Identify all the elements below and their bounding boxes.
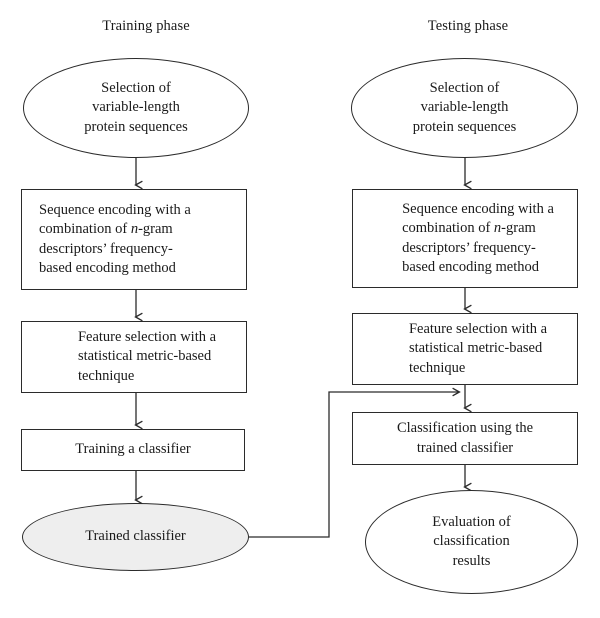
node-test-feature-selection-label: Feature selection with a statistical met… [408,321,548,376]
node-test-classification[interactable]: Classification using the trained classif… [352,412,578,465]
node-test-classification-label: Classification using the trained classif… [396,420,534,456]
node-train-start[interactable]: Selection of variable-length protein seq… [23,58,249,158]
node-test-start-label: Selection of variable-length protein seq… [412,80,517,135]
node-test-encoding[interactable]: Sequence encoding with a combination of … [352,189,578,288]
node-evaluation[interactable]: Evaluation of classification results [365,490,578,594]
training-phase-title: Training phase [102,18,190,34]
node-trained-classifier-label: Trained classifier [85,528,186,545]
node-train-encoding-label: Sequence encoding with a combination of … [39,202,191,276]
node-train-encoding[interactable]: Sequence encoding with a combination of … [21,189,247,290]
node-trained-classifier[interactable]: Trained classifier [22,503,249,571]
node-train-feature-selection[interactable]: Feature selection with a statistical met… [21,321,247,393]
node-test-feature-selection[interactable]: Feature selection with a statistical met… [352,313,578,385]
testing-phase-title: Testing phase [427,18,509,34]
node-train-classifier-label: Training a classifier [75,441,191,458]
node-train-classifier[interactable]: Training a classifier [21,429,245,471]
node-test-start[interactable]: Selection of variable-length protein seq… [351,58,578,158]
node-train-feature-selection-label: Feature selection with a statistical met… [77,329,217,384]
node-test-encoding-label: Sequence encoding with a combination of … [402,201,554,275]
node-evaluation-label: Evaluation of classification results [432,514,511,569]
node-train-start-label: Selection of variable-length protein seq… [84,80,188,135]
